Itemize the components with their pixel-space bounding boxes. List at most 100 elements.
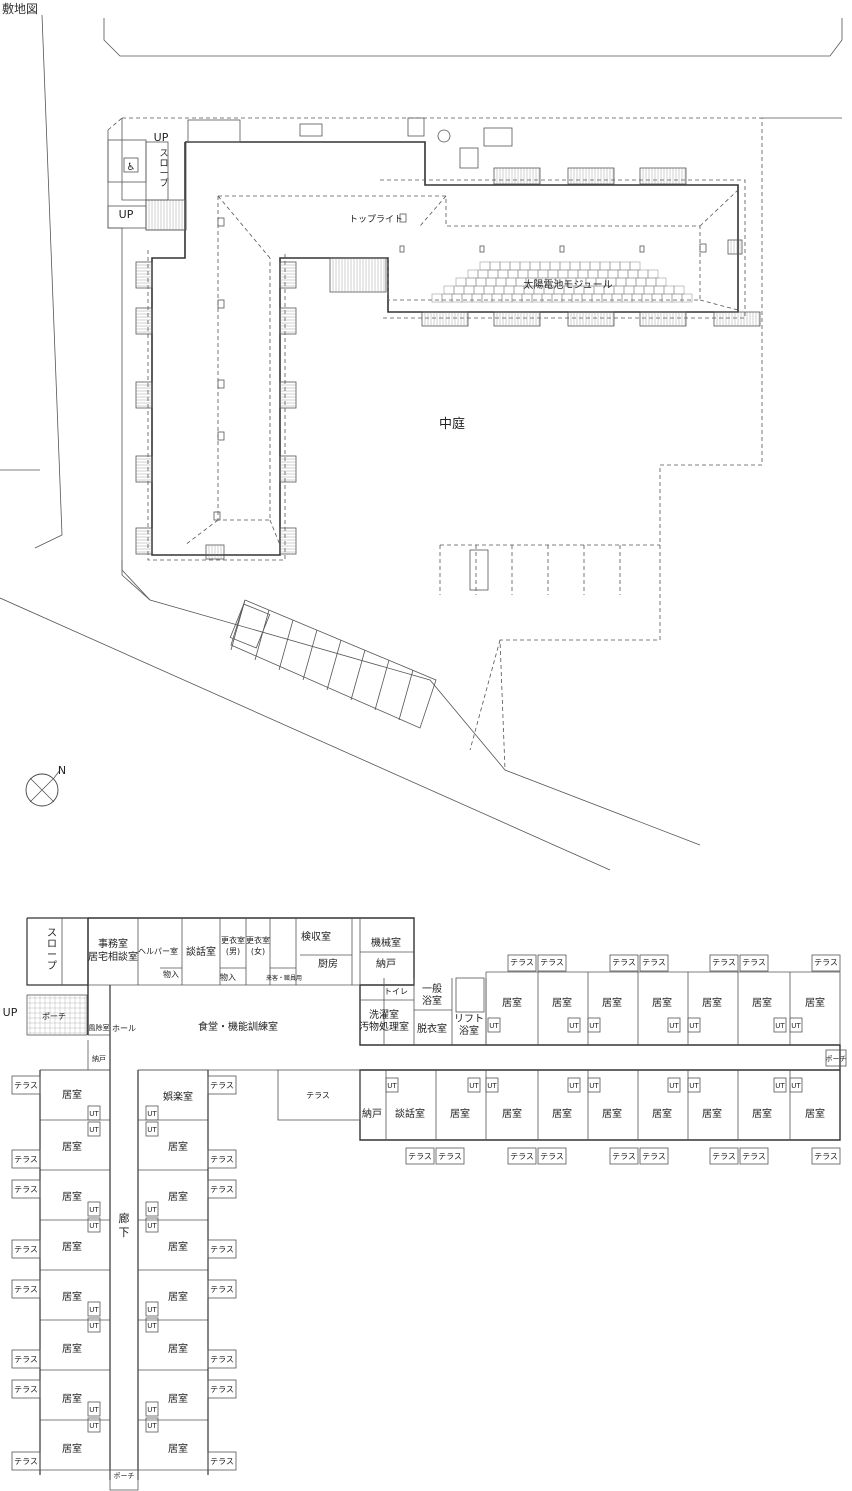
room-label: 居室 — [652, 996, 672, 1009]
ut-box — [467, 1077, 481, 1093]
room-label: 居室 — [62, 1392, 82, 1405]
solar-cell — [613, 285, 625, 295]
terrace-box — [811, 1147, 841, 1165]
outline — [34, 14, 63, 549]
porch-label: ポーチ — [42, 1012, 66, 1021]
solar-cell — [641, 293, 653, 303]
windbreak-label: 風除室 — [89, 1023, 110, 1032]
room-label: 居室 — [168, 1342, 188, 1355]
solar-cell — [443, 285, 455, 295]
room-label: 居室 — [702, 996, 722, 1009]
line — [469, 639, 501, 751]
ut-box — [87, 1417, 101, 1433]
terrace-box — [639, 1147, 669, 1165]
terrace-hatch — [421, 311, 469, 327]
solar-module-label: 太陽電池モジュール — [523, 278, 612, 291]
equipment — [459, 147, 479, 169]
office-label: 事務室 — [98, 937, 128, 950]
terrace-box — [11, 1149, 41, 1169]
terrace-box — [609, 1147, 639, 1165]
site-west — [107, 130, 151, 601]
terrace-label: テラス — [510, 958, 534, 967]
line — [699, 299, 739, 311]
lift-bath-label: リフト — [454, 1014, 484, 1025]
toplight-small — [559, 245, 565, 253]
dining-label: 食堂・機能訓練室 — [198, 1020, 278, 1033]
ut-label: UT — [775, 1082, 785, 1090]
parked-car — [229, 603, 271, 649]
solar-cell — [653, 285, 665, 295]
room-label: 居室 — [168, 1140, 188, 1153]
solar-cell — [651, 293, 663, 303]
solar-cell — [557, 269, 569, 279]
toplight-small — [479, 245, 485, 253]
terrace-hatch — [493, 167, 541, 185]
terrace-box — [507, 1147, 537, 1165]
solar-cell — [625, 277, 637, 287]
terrace-hatch — [329, 257, 387, 293]
terrace-label: テラス — [642, 1152, 666, 1161]
terrace-label: テラス — [14, 1155, 38, 1164]
ut-label: UT — [89, 1422, 99, 1430]
lift-tub — [455, 977, 485, 1013]
outline — [103, 18, 843, 57]
solar-cell — [611, 293, 623, 303]
dressing-room-label: 脱衣室 — [417, 1022, 447, 1035]
page-title: 敷地図 — [2, 2, 39, 16]
terrace-label: テラス — [408, 1152, 432, 1161]
site-slope-label: プ — [159, 178, 168, 189]
room-label: 居室 — [62, 1342, 82, 1355]
terrace-box — [11, 1379, 41, 1399]
guest-staff-label: 来客・職員用 — [266, 974, 302, 982]
ut-box — [687, 1017, 701, 1033]
solar-cell — [671, 293, 683, 303]
terrace-hatch — [279, 527, 297, 555]
soiled-room-label: 汚物処理室 — [359, 1020, 409, 1033]
slope-label: プ — [47, 960, 57, 972]
terrace-box — [207, 1451, 237, 1471]
solar-cell — [471, 293, 483, 303]
room-label: 居室 — [62, 1088, 82, 1101]
solar-cell — [559, 261, 571, 271]
ut-box — [587, 1077, 601, 1093]
room-label: 居室 — [450, 1107, 470, 1120]
terrace-box — [11, 1279, 41, 1299]
solar-cell — [505, 277, 517, 287]
lift-bath-label: 浴室 — [459, 1024, 479, 1037]
ut-box — [145, 1417, 159, 1433]
solar-cell — [507, 269, 519, 279]
terrace-box — [709, 954, 739, 972]
solar-cell — [681, 293, 693, 303]
terrace-box — [11, 1239, 41, 1259]
consult-room-label: 談話室 — [186, 945, 216, 958]
north-arrow — [29, 777, 55, 803]
terrace-label: テラス — [540, 958, 564, 967]
ut-label: UT — [147, 1222, 157, 1230]
terrace-label: テラス — [540, 1152, 564, 1161]
terrace-box — [11, 1349, 41, 1369]
terrace-label: テラス — [612, 958, 636, 967]
terrace-box — [207, 1075, 237, 1095]
terrace-label: テラス — [14, 1385, 38, 1394]
porch-tile — [26, 994, 88, 1036]
ut-box — [567, 1017, 581, 1033]
solar-cell — [493, 285, 505, 295]
solar-cell — [597, 269, 609, 279]
toplight-box — [217, 431, 225, 441]
ut-label: UT — [89, 1222, 99, 1230]
solar-cell — [621, 293, 633, 303]
solar-cell — [467, 269, 479, 279]
room-label: 居室 — [805, 996, 825, 1009]
terrace-label: テラス — [210, 1385, 234, 1394]
room-label: 居室 — [602, 996, 622, 1009]
ut-box — [87, 1121, 101, 1137]
solar-cell — [475, 277, 487, 287]
terrace-hatch — [135, 381, 153, 409]
solar-cell — [635, 277, 647, 287]
solar-cell — [511, 293, 523, 303]
room-label: 居室 — [62, 1140, 82, 1153]
room-label: 居室 — [552, 996, 572, 1009]
outline — [147, 250, 286, 561]
slope-label: ロ — [47, 939, 57, 950]
